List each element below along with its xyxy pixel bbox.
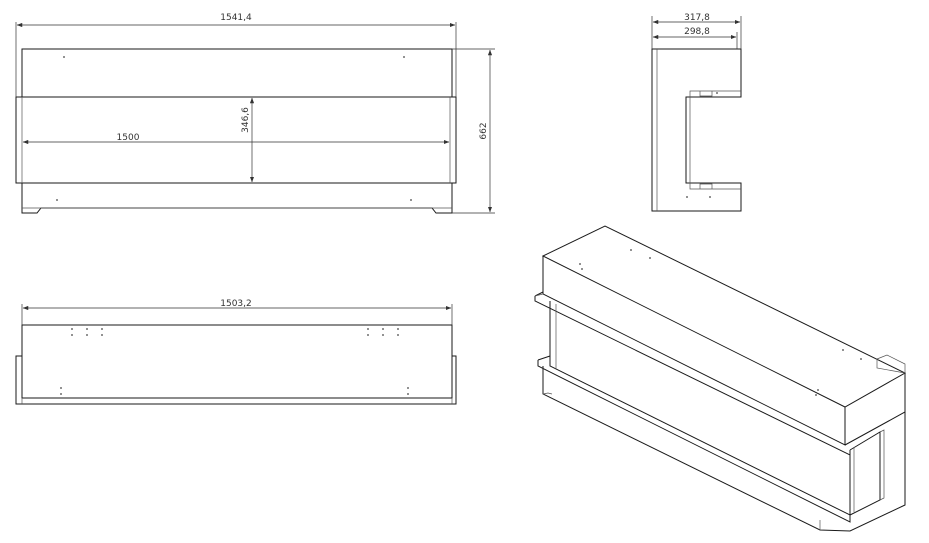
iso-base (542, 366, 906, 532)
dim-front-total-width: 1541,4 (220, 13, 252, 23)
front-view: 1541,4 662 346,6 1500 (15, 13, 495, 214)
iso-top-side-face (844, 373, 906, 446)
iso-glass-front (549, 301, 851, 516)
side-view: 317,8 298,8 (651, 13, 742, 212)
bottom-view: 1503,2 (15, 299, 457, 405)
dim-front-inner-height: 346,6 (241, 107, 251, 133)
front-glass-band (15, 96, 457, 184)
dim-side-inner-depth: 298,8 (684, 27, 710, 37)
front-base (21, 183, 453, 214)
dim-front-total-height: 662 (479, 122, 489, 139)
isometric-view (534, 225, 907, 532)
iso-top-front-face (542, 256, 846, 446)
dim-bottom-width: 1503,2 (220, 299, 252, 309)
iso-top-face (541, 225, 907, 408)
dim-side-total-depth: 317,8 (684, 13, 710, 23)
iso-upper-lip (534, 291, 851, 456)
front-top-body (21, 48, 453, 98)
side-profile (651, 48, 742, 212)
iso-lower-lip (537, 355, 851, 523)
bottom-lip (15, 355, 457, 405)
iso-side-bracket (849, 431, 881, 516)
dim-front-inner-width: 1500 (117, 133, 140, 143)
bottom-body (21, 324, 453, 399)
